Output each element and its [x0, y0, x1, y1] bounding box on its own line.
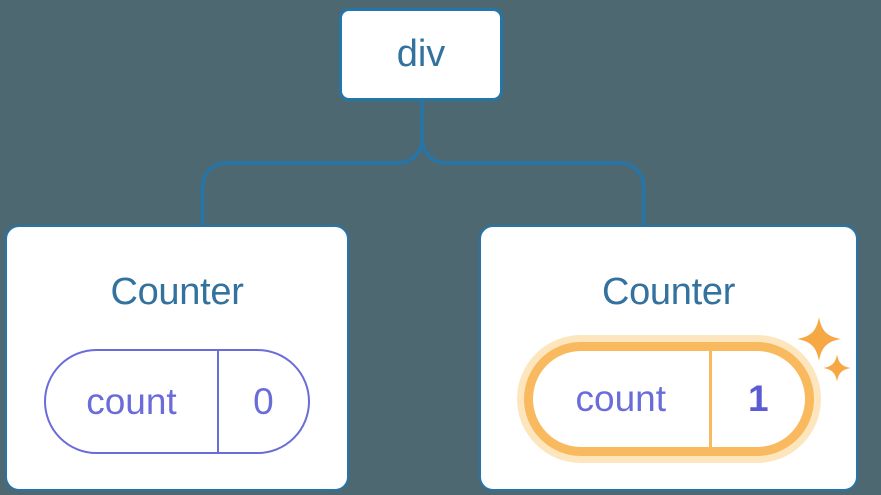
- counter-title: Counter: [601, 271, 736, 313]
- counter-title: Counter: [110, 271, 244, 313]
- sparkles-icon: [797, 317, 851, 382]
- state-value: 1: [747, 378, 769, 419]
- counter-node-left: Counter count 0: [5, 225, 349, 491]
- state-key: count: [533, 351, 713, 447]
- root-node-label: div: [396, 33, 446, 75]
- counter-node-right: Counter count 1: [479, 225, 858, 491]
- state-pill: count 0: [44, 349, 310, 454]
- state-pill-highlighted: count 1: [523, 342, 814, 456]
- state-value: 0: [253, 380, 274, 422]
- state-key: count: [46, 351, 219, 452]
- root-node-div: div: [339, 8, 503, 101]
